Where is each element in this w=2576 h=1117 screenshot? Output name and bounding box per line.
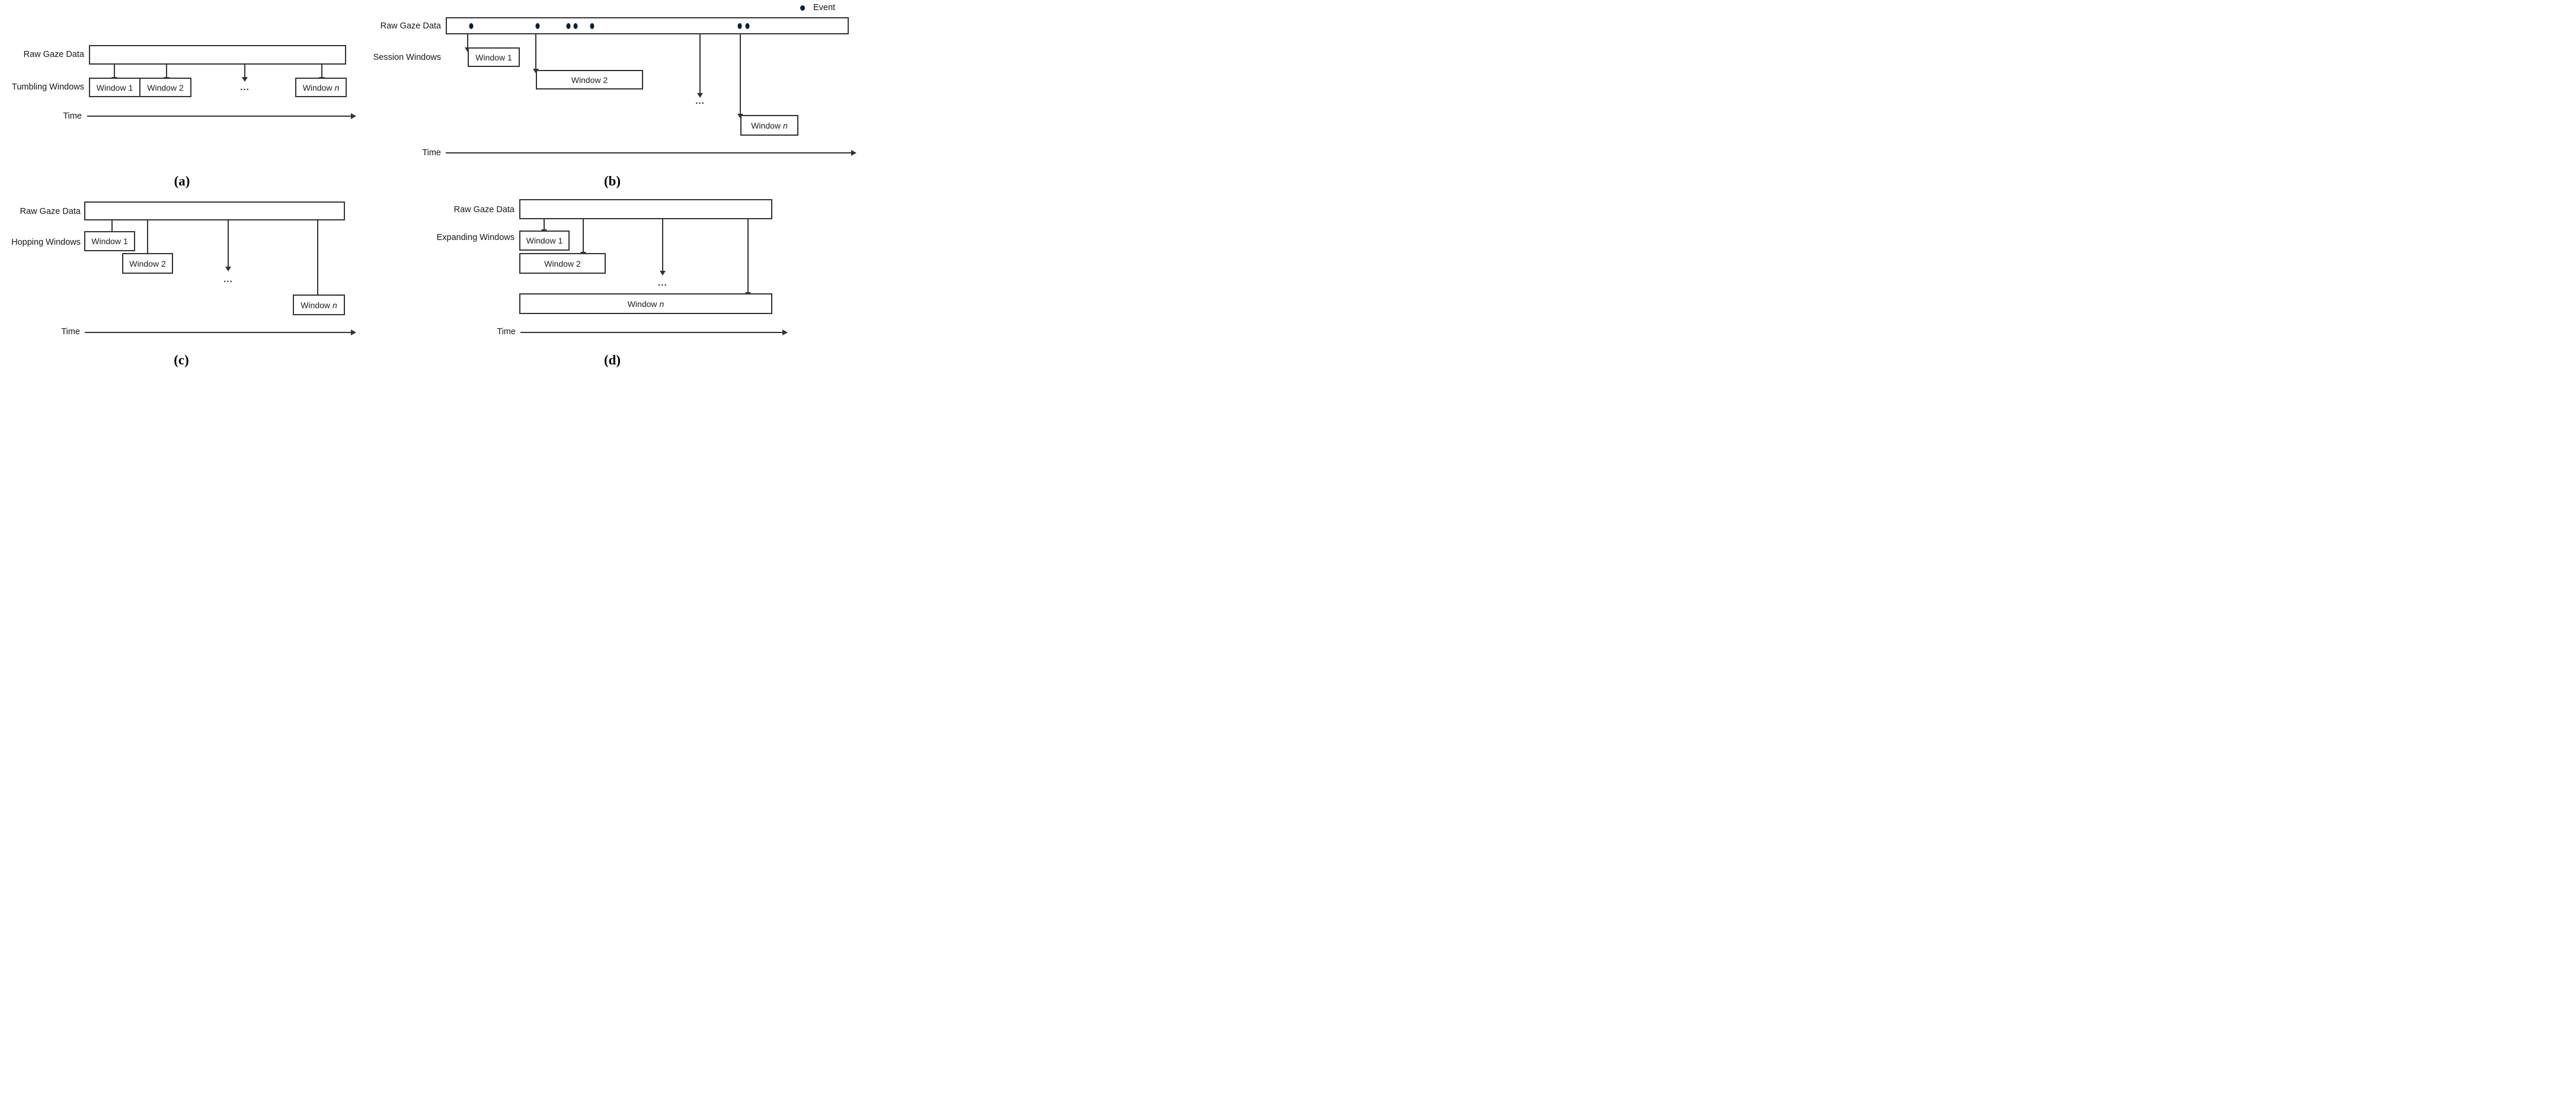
window-2-box: Window 2	[122, 253, 173, 274]
window-n-variable: n	[334, 82, 340, 92]
event-dot-icon	[535, 23, 540, 29]
down-arrow	[745, 219, 751, 297]
window-2-label: Window 2	[571, 75, 608, 85]
window-1-label: Window 1	[96, 82, 133, 92]
raw-gaze-data-bar	[446, 17, 849, 34]
panel-caption: (b)	[603, 174, 621, 188]
down-arrow	[242, 65, 248, 82]
window-2-label: Window 2	[544, 258, 581, 268]
window-1-box: Window 1	[519, 231, 570, 251]
event-dot-icon	[800, 5, 805, 11]
raw-gaze-data-label: Raw Gaze Data	[20, 207, 81, 216]
windows-type-label: Expanding Windows	[436, 233, 514, 242]
window-1-box: Window 1	[84, 231, 135, 251]
raw-gaze-data-bar	[89, 45, 346, 65]
ellipsis: ...	[658, 278, 667, 288]
time-label: Time	[61, 327, 80, 337]
panel-caption: (c)	[174, 353, 189, 367]
event-dot-icon	[573, 23, 578, 29]
panel-b-session: Event Raw Gaze Data Session Windows Wind…	[0, 0, 859, 372]
down-arrow	[697, 34, 703, 98]
ellipsis: ...	[695, 96, 705, 106]
event-dot-icon	[469, 23, 474, 29]
window-2-box: Window 2	[139, 78, 191, 97]
window-n-label: Window	[627, 299, 657, 309]
window-1-box: Window 1	[468, 47, 520, 67]
down-arrow	[580, 219, 586, 257]
raw-gaze-data-bar	[84, 201, 345, 220]
panel-caption: (a)	[174, 174, 190, 188]
panel-c-hopping: Raw Gaze Data Hopping Windows Window 1 W…	[0, 0, 859, 372]
window-n-label: Window	[301, 300, 330, 310]
event-legend-label: Event	[813, 3, 836, 12]
time-axis-arrow	[446, 150, 856, 156]
event-dot-icon	[590, 23, 595, 29]
ellipsis: ...	[223, 274, 233, 284]
window-1-label: Window 1	[91, 236, 128, 246]
window-1-label: Window 1	[475, 52, 512, 62]
window-2-label: Window 2	[129, 258, 166, 268]
window-n-label: Window	[302, 82, 333, 92]
window-2-box: Window 2	[536, 70, 643, 89]
down-arrow	[660, 219, 666, 276]
windows-type-label: Tumbling Windows	[12, 82, 84, 92]
window-2-label: Window 2	[147, 82, 184, 92]
windows-type-label: Session Windows	[373, 53, 441, 62]
time-axis-arrow	[85, 329, 356, 335]
ellipsis: ...	[240, 82, 250, 92]
window-n-variable: n	[333, 300, 337, 310]
raw-gaze-data-bar	[519, 199, 772, 219]
event-dot-icon	[566, 23, 571, 29]
window-n-label: Window	[751, 120, 781, 130]
panel-d-expanding: Raw Gaze Data Expanding Windows Window 1…	[0, 0, 859, 372]
window-n-variable: n	[783, 120, 788, 130]
windowing-strategies-figure: Raw Gaze Data Tumbling Windows Window 1 …	[0, 0, 859, 372]
windows-type-label: Hopping Windows	[11, 238, 81, 247]
time-axis-arrow	[87, 113, 356, 119]
time-label: Time	[497, 327, 516, 337]
down-arrow	[541, 219, 547, 234]
down-arrow	[225, 220, 231, 271]
event-dot-icon	[745, 23, 750, 29]
time-axis-arrow	[520, 329, 788, 335]
panel-a-tumbling: Raw Gaze Data Tumbling Windows Window 1 …	[0, 0, 859, 372]
window-1-label: Window 1	[526, 236, 563, 245]
raw-gaze-data-label: Raw Gaze Data	[380, 21, 441, 31]
window-2-box: Window 2	[519, 253, 606, 274]
event-dot-icon	[737, 23, 742, 29]
window-n-variable: n	[659, 299, 664, 309]
time-label: Time	[422, 148, 441, 158]
panel-caption: (d)	[603, 353, 621, 367]
raw-gaze-data-label: Raw Gaze Data	[453, 205, 514, 215]
raw-gaze-data-label: Raw Gaze Data	[23, 50, 84, 59]
time-label: Time	[63, 111, 82, 121]
